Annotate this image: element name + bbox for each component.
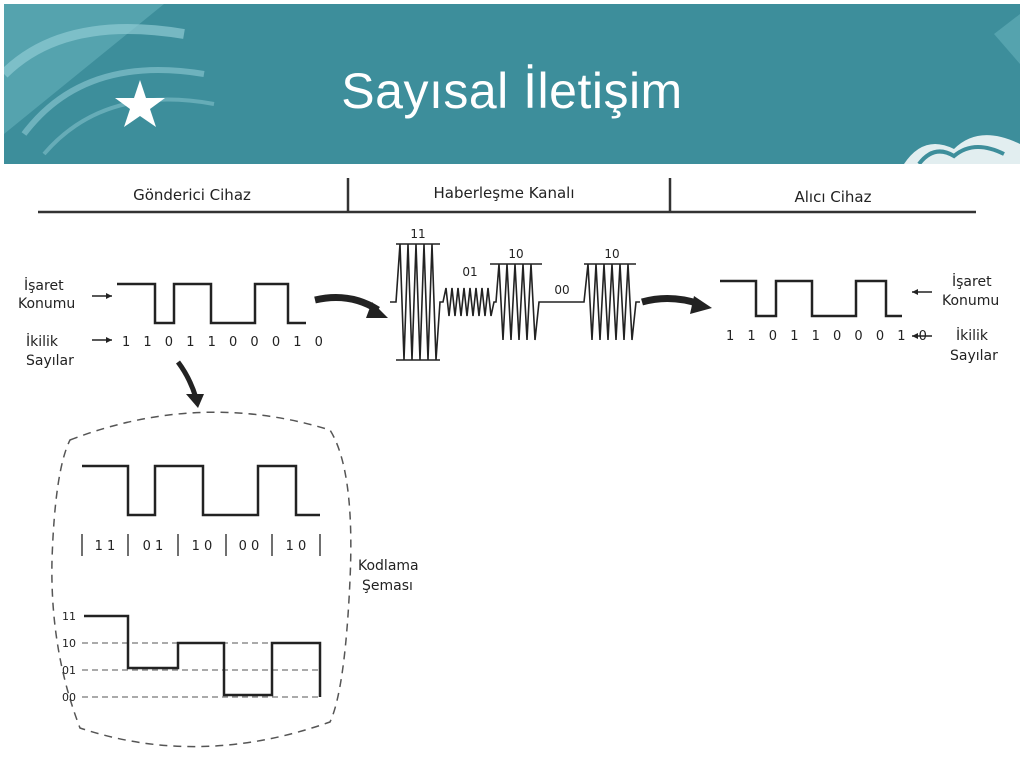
sender-signal-label-2: Konumu [18, 296, 75, 312]
coding-pair: 1 1 [95, 539, 116, 554]
down-arrow-icon [175, 360, 199, 399]
coding-pair: 1 0 [192, 539, 213, 554]
coding-pair: 0 1 [143, 539, 164, 554]
sender-bits: 1 1 0 1 1 0 0 0 1 0 [122, 335, 327, 350]
channel-level-label: 10 [604, 247, 619, 261]
coding-pair: 0 0 [239, 539, 260, 554]
receiver-section: 1 1 0 1 1 0 0 0 1 0 İşaret Konumu İkilik… [720, 272, 999, 364]
star-icon [115, 80, 165, 127]
right-arrow-icon [641, 295, 702, 308]
receiver-bits: 1 1 0 1 1 0 0 0 1 0 [726, 329, 931, 344]
receiver-signal-label-2: Konumu [942, 293, 999, 309]
sender-signal-label-1: İşaret [24, 276, 64, 294]
receiver-binary-label-1: İkilik [956, 326, 989, 344]
channel-level-label: 00 [554, 283, 569, 297]
channel-level-label: 01 [462, 265, 477, 279]
sender-binary-label-2: Sayılar [26, 353, 74, 369]
coding-level-label: 10 [62, 637, 76, 650]
coding-level-label: 00 [62, 691, 76, 704]
right-arrow-icon [314, 294, 380, 313]
sender-section: İşaret Konumu İkilik Sayılar 1 1 0 1 1 0… [18, 276, 388, 408]
coding-label-1: Kodlama [358, 558, 419, 574]
receiver-waveform [720, 279, 902, 318]
detail-outline [51, 411, 352, 748]
coding-level-label: 01 [62, 664, 76, 677]
receiver-header: Alıcı Cihaz [795, 188, 872, 206]
channel-level-label: 10 [508, 247, 523, 261]
coding-scheme-detail: 1 1 0 1 1 0 0 0 1 0 11 10 01 00 Kodlama … [51, 411, 419, 748]
title-banner [4, 4, 1020, 164]
coding-waveform [82, 464, 320, 517]
coding-level-label: 11 [62, 610, 76, 623]
receiver-signal-label-1: İşaret [952, 272, 992, 290]
receiver-binary-label-2: Sayılar [950, 348, 998, 364]
coding-pair: 1 0 [286, 539, 307, 554]
coding-label-2: Şeması [362, 578, 413, 594]
channel-level-label: 11 [410, 227, 425, 241]
banner-decoration [4, 4, 1020, 164]
section-header: Gönderici Cihaz Haberleşme Kanalı Alıcı … [38, 178, 976, 214]
channel-header: Haberleşme Kanalı [433, 184, 574, 202]
sender-header: Gönderici Cihaz [133, 186, 251, 204]
sender-binary-label-1: İkilik [26, 332, 59, 350]
page-title: Sayısal İletişim [341, 63, 683, 119]
channel-section: 11 01 10 00 10 [390, 227, 712, 361]
channel-waveform [390, 243, 640, 361]
sender-waveform [117, 282, 306, 325]
multilevel-waveform [84, 614, 322, 697]
